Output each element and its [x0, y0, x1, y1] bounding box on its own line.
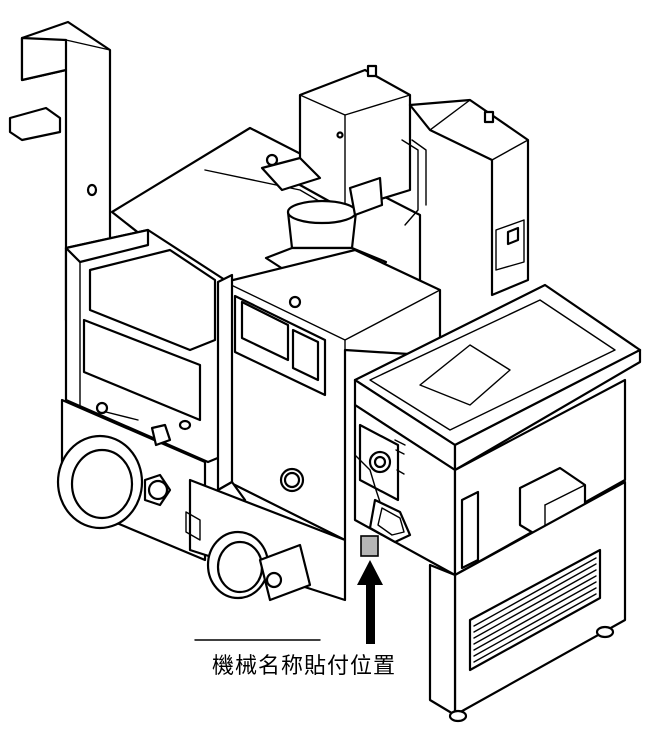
hopper-tray — [353, 283, 642, 472]
wheel-left — [56, 398, 207, 562]
right-body — [353, 378, 627, 723]
machine-name-label-position: 機械名称貼付位置 — [212, 654, 397, 679]
discharge-unit — [185, 478, 347, 641]
control-box-left — [260, 64, 412, 212]
up-arrow-icon — [357, 560, 383, 644]
label-placement-marker — [360, 535, 379, 557]
control-panel — [216, 248, 442, 542]
vent-grille — [473, 557, 597, 663]
main-body — [64, 228, 227, 464]
side-controls — [354, 423, 412, 544]
control-box-right — [401, 98, 530, 297]
